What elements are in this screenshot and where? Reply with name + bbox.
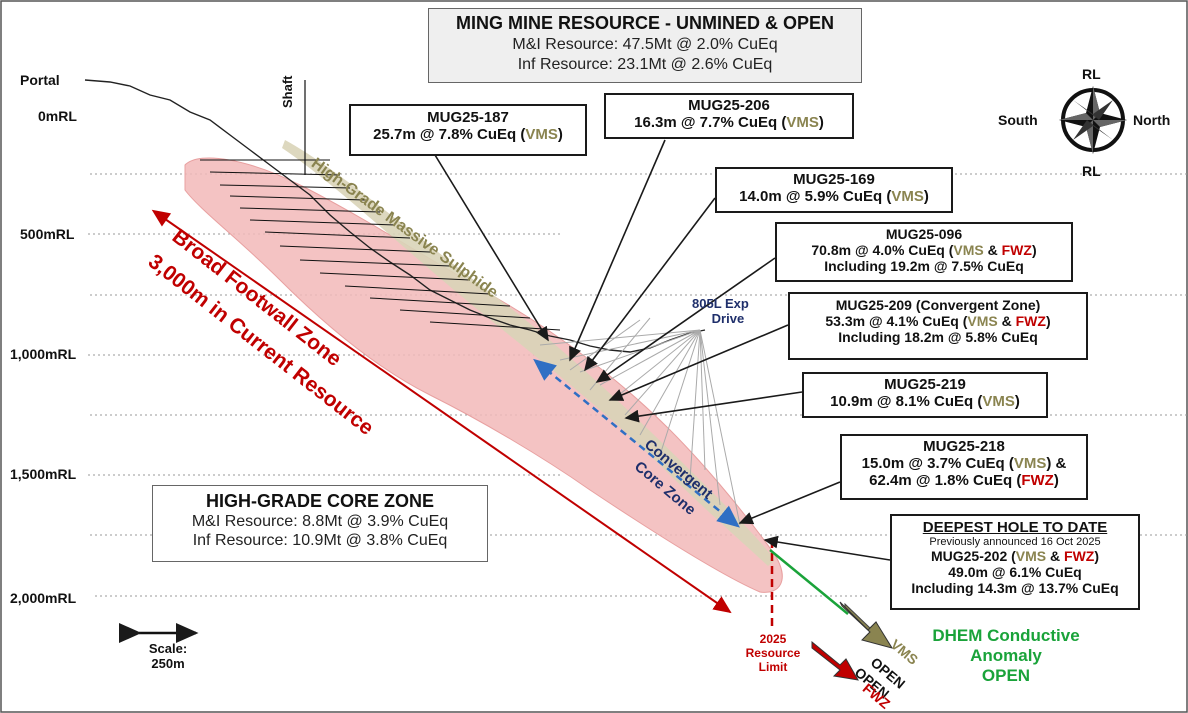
footwall-extent-arrow	[151, 209, 732, 614]
summary-title: MING MINE RESOURCE - UNMINED & OPEN	[455, 13, 835, 33]
compass-south: South	[998, 112, 1038, 128]
shaft-label: Shaft	[280, 75, 295, 109]
callout-mug25-206: MUG25-206 16.3m @ 7.7% CuEq (VMS)	[604, 93, 854, 139]
callout-leaders	[434, 139, 891, 561]
scale-label: Scale: 250m	[148, 641, 188, 671]
fwz-open-arrow	[811, 640, 859, 681]
core-title: HIGH-GRADE CORE ZONE	[205, 491, 434, 511]
core-mi: M&I Resource: 8.8Mt @ 3.9% CuEq	[191, 513, 449, 530]
compass-rl-bottom: RL	[1082, 163, 1101, 179]
level-0mrl: 0mRL	[38, 108, 77, 124]
resource-limit-label: 2025 Resource Limit	[745, 632, 801, 674]
level-1500mrl: 1,500mRL	[10, 466, 77, 482]
callout-mug25-169: MUG25-169 14.0m @ 5.9% CuEq (VMS)	[715, 167, 953, 213]
core-inf: Inf Resource: 10.9Mt @ 3.8% CuEq	[192, 532, 448, 549]
mine-resource-summary: MING MINE RESOURCE - UNMINED & OPEN M&I …	[428, 8, 862, 83]
compass-icon	[1059, 86, 1127, 154]
dhem-label: DHEM Conductive Anomaly OPEN	[932, 626, 1080, 685]
summary-mi: M&I Resource: 47.5Mt @ 2.0% CuEq	[512, 36, 778, 53]
callout-deepest-hole: DEEPEST HOLE TO DATE Previously announce…	[890, 514, 1140, 610]
exp-drive-label: 805L Exp Drive	[692, 296, 749, 326]
level-1000mrl: 1,000mRL	[10, 346, 77, 362]
compass-rl-top: RL	[1082, 66, 1101, 82]
level-500mrl: 500mRL	[20, 226, 75, 242]
level-portal: Portal	[20, 72, 60, 88]
dhem-line	[769, 549, 849, 615]
callout-mug25-209: MUG25-209 (Convergent Zone) 53.3m @ 4.1%…	[788, 292, 1088, 360]
callout-mug25-218: MUG25-218 15.0m @ 3.7% CuEq (VMS) & 62.4…	[840, 434, 1088, 500]
callout-mug25-096: MUG25-096 70.8m @ 4.0% CuEq (VMS & FWZ) …	[775, 222, 1073, 282]
core-zone-summary: HIGH-GRADE CORE ZONE M&I Resource: 8.8Mt…	[152, 485, 488, 562]
callout-mug25-219: MUG25-219 10.9m @ 8.1% CuEq (VMS)	[802, 372, 1048, 418]
level-2000mrl: 2,000mRL	[10, 590, 77, 606]
summary-inf: Inf Resource: 23.1Mt @ 2.6% CuEq	[517, 56, 773, 73]
compass-north: North	[1133, 112, 1171, 128]
callout-mug25-187: MUG25-187 25.7m @ 7.8% CuEq (VMS)	[349, 104, 587, 156]
vms-open-arrow	[839, 601, 894, 649]
